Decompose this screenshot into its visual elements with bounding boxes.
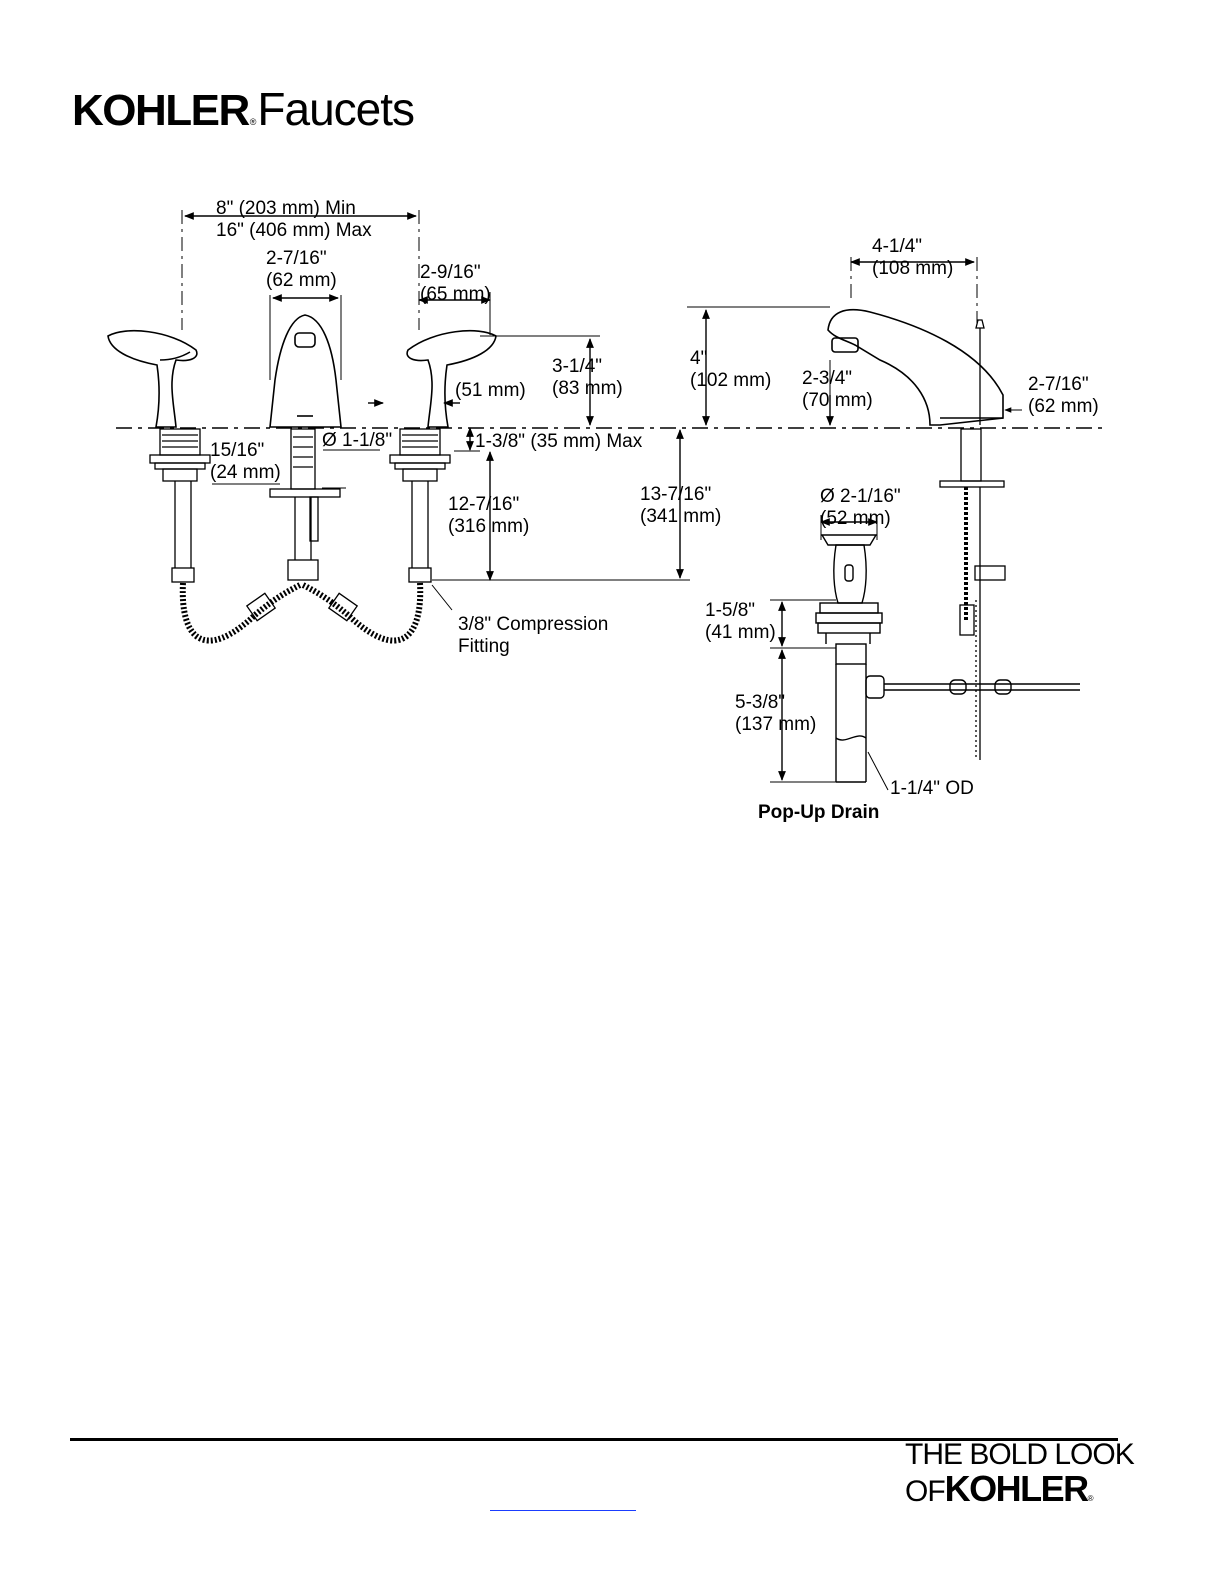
dim-shank-mm: (24 mm) — [210, 462, 281, 483]
dim-base-width-mm: (62 mm) — [1028, 396, 1099, 417]
footer-rule — [70, 1438, 1118, 1441]
footer-tagline: THE BOLD LOOK OFKOHLER® — [905, 1438, 1135, 1509]
left-handle — [107, 330, 198, 428]
dim-hole-diameter: Ø 1-1/8" — [322, 430, 393, 451]
dim-handle-height-mm: (83 mm) — [552, 378, 623, 399]
dim-handle-height-in: 3-1/4" — [552, 356, 603, 377]
footer-link[interactable] — [490, 1488, 636, 1511]
dim-handle-offset-in: 2-9/16" — [420, 262, 481, 283]
dim-tailpiece-od: 1-1/4" OD — [890, 778, 974, 799]
right-handle — [406, 330, 497, 428]
dim-shank-in: 15/16" — [210, 440, 265, 461]
tagline-of: OF — [905, 1475, 946, 1508]
dim-drain-body-mm: (41 mm) — [705, 622, 776, 643]
dim-drain-body-in: 1-5/8" — [705, 600, 756, 621]
label-fitting: Fitting — [458, 636, 510, 657]
pop-up-drain — [815, 534, 1080, 783]
dim-aerator-height-in: 2-3/4" — [802, 368, 853, 389]
dim-flange-diameter-in: Ø 2-1/16" — [820, 486, 901, 507]
dim-base-width-in: 2-7/16" — [1028, 374, 1089, 395]
dim-spout-height-in: 4" — [690, 348, 708, 369]
dim-spout-height-mm: (102 mm) — [690, 370, 772, 391]
tagline-brand: KOHLER — [944, 1468, 1090, 1509]
center-lines — [181, 210, 978, 330]
dim-tail-mm: (137 mm) — [735, 714, 817, 735]
registered-mark: ® — [249, 117, 257, 127]
dim-supply-length-in: 12-7/16" — [448, 494, 520, 515]
right-valve — [389, 428, 451, 583]
header-logo: KOHLER®Faucets — [72, 83, 415, 135]
dim-spread-max: 16" (406 mm) Max — [216, 220, 372, 241]
dim-spout-reach-in: 4-1/4" — [872, 236, 923, 257]
dim-spout-width-mm: (62 mm) — [266, 270, 337, 291]
tagline-top: THE BOLD LOOK — [905, 1438, 1135, 1471]
dim-spread-min: 8" (203 mm) Min — [216, 198, 356, 219]
dim-supply-length-mm: (316 mm) — [448, 516, 530, 537]
dim-tail-in: 5-3/8" — [735, 692, 786, 713]
dim-overall-length-in: 13-7/16" — [640, 484, 712, 505]
dim-spout-reach-mm: (108 mm) — [872, 258, 954, 279]
tagline-registered-mark: ® — [1087, 1494, 1094, 1503]
supply-hoses — [179, 582, 424, 644]
product-line: Faucets — [257, 83, 415, 135]
dim-flange-diameter-mm: (52 mm) — [820, 508, 891, 529]
front-spout — [269, 314, 342, 428]
drain-title: Pop-Up Drain — [758, 802, 880, 823]
side-spout — [827, 308, 1004, 426]
side-shank — [939, 319, 1006, 760]
label-compression-fitting: 3/8" Compression — [458, 614, 609, 635]
dim-overall-length-mm: (341 mm) — [640, 506, 722, 527]
dim-deck-thickness: 1-3/8" (35 mm) Max — [475, 431, 643, 452]
brand-name: KOHLER — [72, 86, 250, 135]
dim-aerator-height-mm: (70 mm) — [802, 390, 873, 411]
dim-handle-base: (51 mm) — [455, 380, 526, 401]
left-valve — [149, 428, 211, 583]
hose-couplers — [245, 592, 359, 622]
spout-shank — [269, 428, 341, 581]
dim-spout-width-in: 2-7/16" — [266, 248, 327, 269]
dim-handle-offset-mm: (65 mm) — [420, 284, 491, 305]
